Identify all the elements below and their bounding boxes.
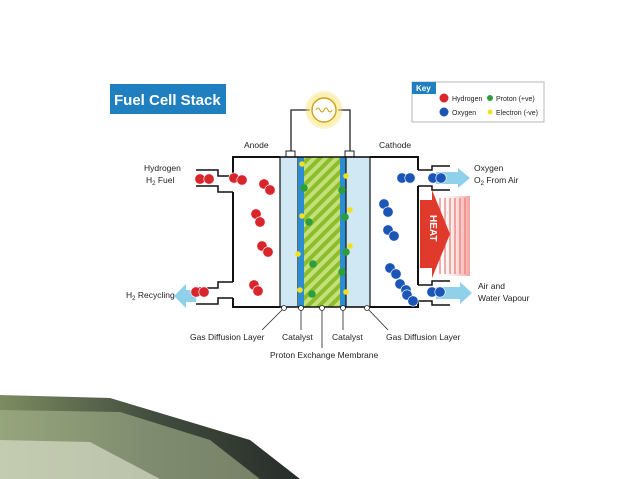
electron-particle (347, 207, 353, 213)
electron-particle (295, 251, 301, 257)
oxygen-molecule (427, 172, 447, 184)
oxygen-molecule (378, 198, 394, 218)
oxygen-inlet-label: Oxygen (474, 163, 504, 173)
electron-key-dot (487, 109, 493, 115)
exhaust-label-line1: Air and (478, 281, 505, 291)
slide-decoration (0, 395, 300, 479)
oxygen-molecule (426, 286, 446, 298)
key-electron-label: Electron (-ve) (496, 110, 538, 117)
proton-particle (308, 290, 316, 298)
gas-diffusion-layer-right-label: Gas Diffusion Layer (386, 332, 461, 342)
recycling-arrow-icon (174, 284, 196, 308)
proton-particle (338, 186, 346, 194)
cathode-label: Cathode (379, 140, 411, 150)
hydrogen-inlet-label: Hydrogen (144, 163, 181, 173)
hydrogen-molecule (194, 173, 215, 185)
proton-particle (338, 268, 346, 276)
exhaust-label-line2: Water Vapour (478, 293, 530, 303)
hydrogen-molecule (256, 240, 274, 258)
hydrogen-molecule (250, 208, 266, 228)
hydrogen-molecule (228, 172, 248, 186)
oxygen-molecule (384, 262, 402, 280)
catalyst-layer-left (298, 157, 304, 307)
proton-exchange-membrane (304, 157, 340, 307)
proton-key-dot (487, 95, 493, 101)
oxygen-molecule (382, 224, 400, 242)
exhaust-arrow-icon (460, 282, 472, 304)
electron-particle (299, 161, 305, 167)
heat-label: HEAT (427, 215, 438, 241)
label-leaders (261, 305, 389, 348)
key-oxygen-label: Oxygen (452, 110, 476, 117)
proton-particle (309, 260, 317, 268)
oxygen-key-dot (439, 107, 449, 117)
catalyst-right-label: Catalyst (332, 332, 363, 342)
hydrogen-key-dot (439, 93, 449, 103)
proton-particle (341, 213, 349, 221)
electron-particle (297, 287, 303, 293)
proton-particle (305, 218, 313, 226)
proton-particle (342, 248, 350, 256)
electron-particle (343, 173, 349, 179)
hydrogen-molecule (190, 286, 210, 298)
key-proton-label: Proton (+ve) (496, 96, 535, 103)
proton-exchange-membrane-label: Proton Exchange Membrane (270, 350, 378, 360)
gas-diffusion-layer-left (279, 156, 299, 308)
oxygen-inlet-arrow-icon (458, 168, 470, 188)
hydrogen-molecule (258, 178, 276, 196)
heat-arrow-icon (420, 190, 450, 278)
anode-label: Anode (244, 140, 269, 150)
key-hydrogen-label: Hydrogen (452, 96, 482, 103)
catalyst-layer-right (340, 157, 346, 307)
oxygen-from-air-label: O2 From Air (474, 175, 519, 187)
page-title: Fuel Cell Stack (114, 92, 221, 109)
gas-diffusion-layer-left-label: Gas Diffusion Layer (190, 332, 265, 342)
catalyst-left-label: Catalyst (282, 332, 313, 342)
electron-particle (343, 289, 349, 295)
h2-recycling-label: H2 Recycling (126, 290, 175, 302)
key-title: Key (416, 84, 431, 93)
electron-particle (347, 243, 353, 249)
oxygen-molecule (396, 172, 416, 184)
hydrogen-molecule (248, 279, 264, 297)
electron-particle (299, 213, 305, 219)
oxygen-molecule (401, 289, 419, 307)
proton-particle (300, 184, 308, 192)
hydrogen-fuel-label: H2 Fuel (146, 175, 174, 187)
particles (190, 161, 447, 307)
title-banner: Fuel Cell Stack (110, 84, 226, 114)
gas-diffusion-layer-right (345, 156, 371, 308)
heat-output: HEAT (420, 190, 470, 278)
key-legend: Key Hydrogen Proton (+ve) Oxygen Electro… (411, 81, 545, 123)
external-circuit (285, 91, 355, 158)
